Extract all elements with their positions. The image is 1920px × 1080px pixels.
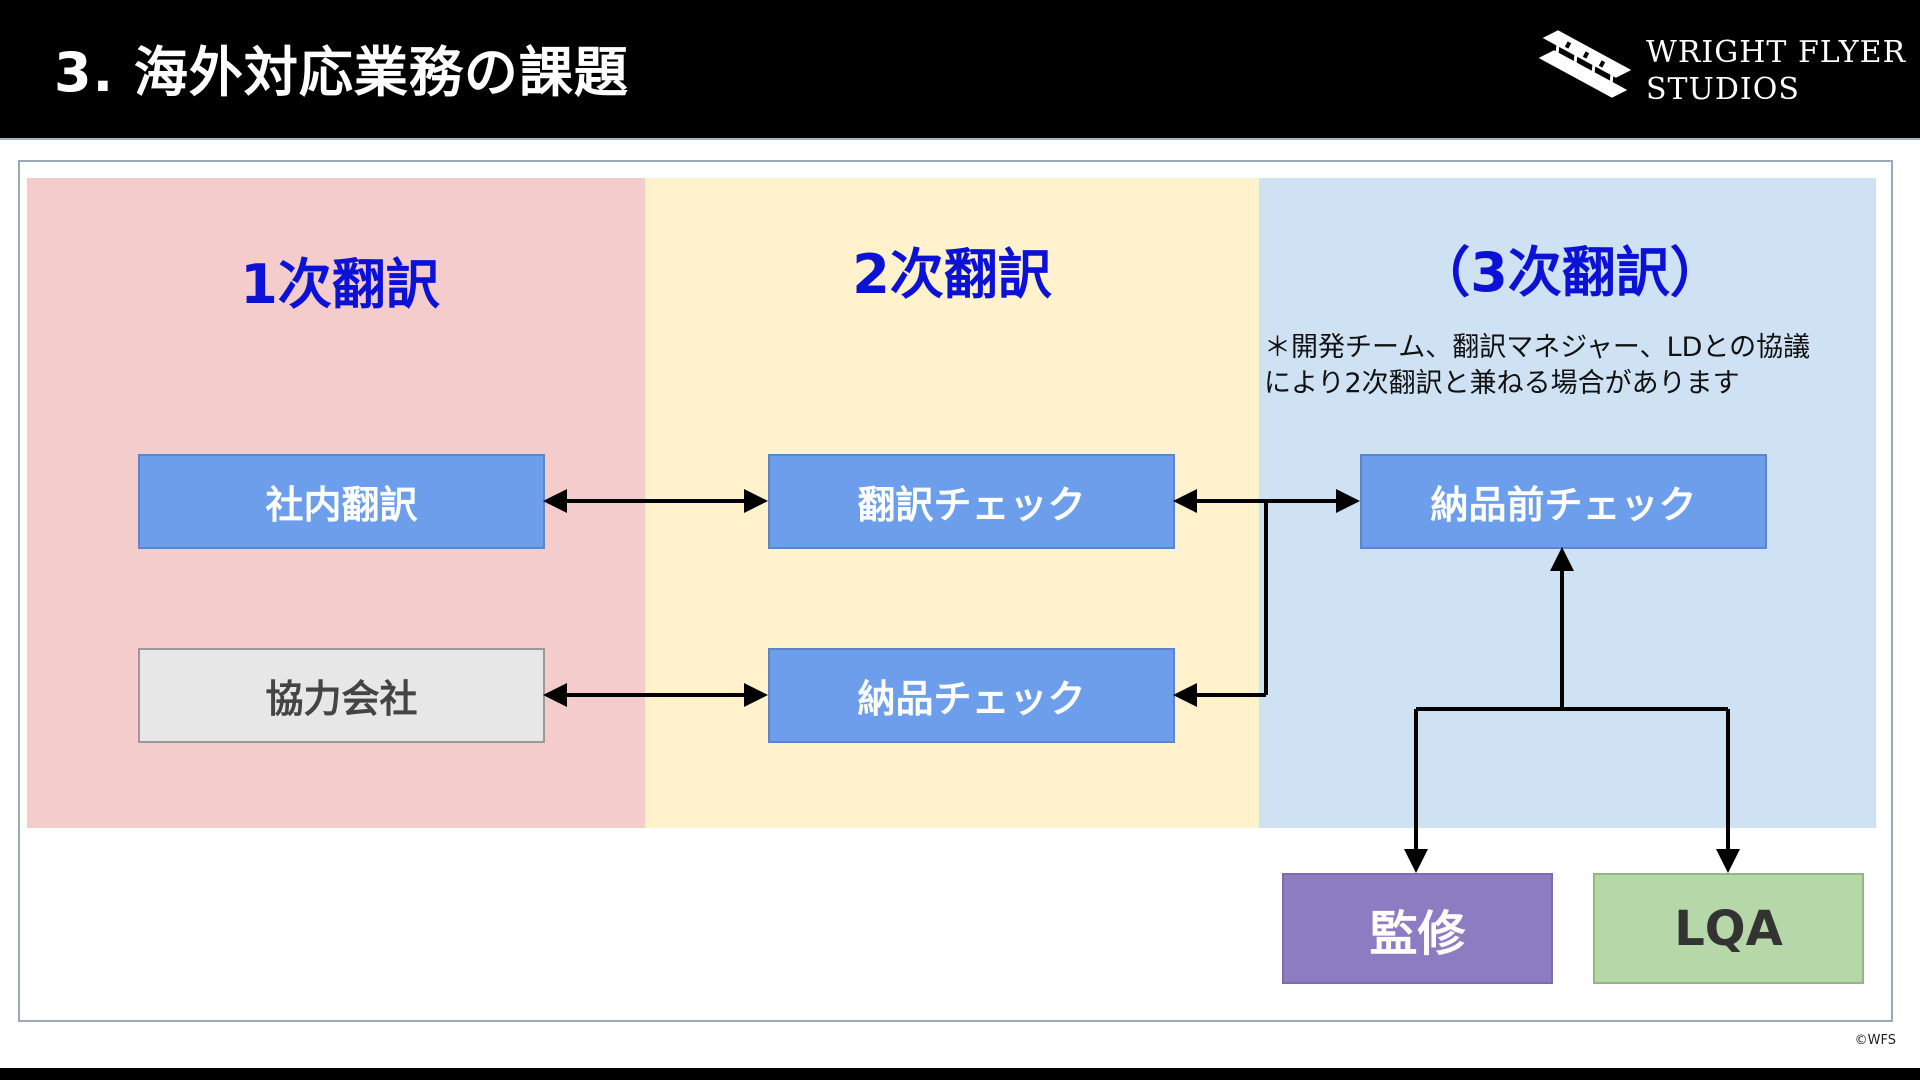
logo-line-1: WRIGHT FLYER bbox=[1646, 35, 1907, 70]
second-translation-title: 2次翻訳 bbox=[852, 243, 1052, 306]
company-logo: WRIGHT FLYER STUDIOS bbox=[1538, 28, 1905, 114]
partner-company-box: 協力会社 bbox=[138, 648, 545, 743]
inhouse-translation-box: 社内翻訳 bbox=[138, 454, 545, 549]
predelivery-check-box: 納品前チェック bbox=[1360, 454, 1767, 549]
delivery-check-box: 納品チェック bbox=[768, 648, 1175, 743]
translation-check-box: 翻訳チェック bbox=[768, 454, 1175, 549]
copyright-text: ©WFS bbox=[1854, 1033, 1896, 1048]
header-bar: 3. 海外対応業務の課題 WRIGHT FLYER STUDIOS bbox=[0, 0, 1920, 138]
page-title: 3. 海外対応業務の課題 bbox=[54, 41, 629, 104]
airplane-logo-icon bbox=[1538, 30, 1632, 98]
supervision-box: 監修 bbox=[1282, 873, 1553, 984]
note-line-2: により2次翻訳と兼ねる場合があります bbox=[1264, 368, 1740, 399]
logo-wordmark: WRIGHT FLYER STUDIOS bbox=[1646, 34, 1906, 108]
third-translation-title: （3次翻訳） bbox=[1416, 241, 1724, 304]
logo-line-2: STUDIOS bbox=[1646, 72, 1800, 107]
third-translation-note: ＊開発チーム、翻訳マネジャー、LDとの協議 により2次翻訳と兼ねる場合があります bbox=[1264, 330, 1810, 402]
note-line-1: ＊開発チーム、翻訳マネジャー、LDとの協議 bbox=[1264, 332, 1811, 363]
lqa-box: LQA bbox=[1593, 873, 1864, 984]
first-translation-title: 1次翻訳 bbox=[240, 253, 440, 316]
